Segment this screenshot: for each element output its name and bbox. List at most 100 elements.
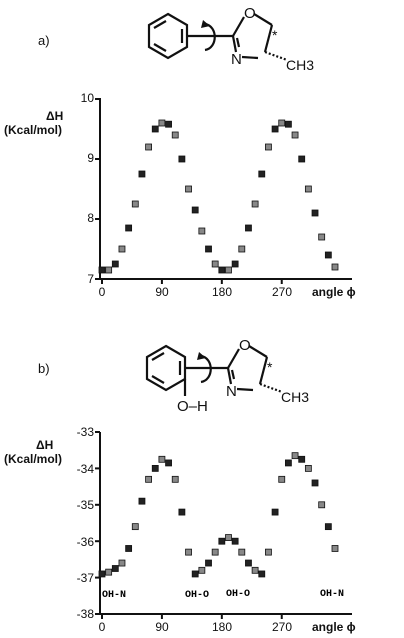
- panel-b-label: b): [38, 361, 50, 376]
- ring-bond-a2: [253, 13, 273, 26]
- data-point-b: [298, 455, 306, 463]
- data-point-b: [245, 559, 252, 567]
- data-point-a: [225, 266, 232, 274]
- data-point-a: [171, 131, 179, 139]
- y-tick-label-b-m38: -38: [77, 607, 95, 621]
- data-point-b: [198, 566, 206, 574]
- data-point-a: [165, 120, 172, 128]
- data-point-b: [284, 459, 292, 467]
- panel-b: b) O N * CH3 O–H ΔH: [4, 337, 356, 634]
- ring-oxygen-a: O: [244, 5, 256, 22]
- data-point-b: [324, 523, 332, 531]
- data-point-a: [324, 251, 332, 259]
- y-tick-label-b-m37: -37: [77, 571, 95, 585]
- axes-a: [99, 98, 352, 280]
- data-point-a: [311, 209, 319, 217]
- data-point-a: [158, 119, 166, 127]
- x-tick-label-b-0: 0: [99, 620, 106, 634]
- molecule-b-structure: [145, 344, 283, 396]
- data-point-a: [298, 155, 306, 163]
- ring-bond-b4: [236, 387, 254, 392]
- data-point-b: [138, 497, 146, 505]
- data-point-a: [265, 143, 272, 151]
- data-point-b: [218, 537, 226, 545]
- data-point-b: [125, 545, 133, 552]
- data-point-a: [291, 131, 299, 139]
- phenol-double-bond-b3: [151, 375, 165, 384]
- data-point-b: [238, 548, 246, 556]
- data-point-a: [205, 245, 212, 253]
- x-tick-label-a-180: 180: [212, 285, 232, 299]
- data-point-b: [304, 464, 312, 472]
- y-tick-label-b-m36: -36: [77, 535, 95, 549]
- chiral-star-b: *: [267, 359, 273, 375]
- data-point-b: [291, 452, 299, 460]
- ring-oxygen-b: O: [239, 337, 251, 354]
- y-axis-label-a-line2: (Kcal/mol): [4, 123, 62, 137]
- data-point-a: [191, 206, 199, 214]
- data-point-b: [231, 537, 239, 545]
- data-point-a: [198, 227, 206, 235]
- data-point-b: [145, 475, 153, 483]
- data-point-a: [271, 125, 279, 133]
- benzene-double-bond-a3: [153, 43, 167, 52]
- data-point-a: [231, 260, 239, 268]
- data-point-b: [98, 570, 106, 578]
- x-axis-label-b: angle ϕ: [312, 620, 356, 634]
- methyl-dashed-bond-a: [264, 50, 288, 62]
- data-point-b: [131, 523, 139, 531]
- y-axis-label-b-line1: ΔH: [36, 438, 53, 452]
- data-point-a: [111, 260, 119, 268]
- data-point-b: [151, 464, 159, 472]
- rotation-arrow-head-a: [201, 20, 210, 28]
- data-point-a: [284, 120, 292, 128]
- panel-a: a) O N * CH3 ΔH (Kcal/mol): [4, 5, 356, 299]
- annotation-oh-o-right: OH-O: [226, 589, 250, 600]
- data-point-b: [111, 565, 119, 572]
- data-points-a: [98, 119, 339, 274]
- ring-nitrogen-a: N: [231, 51, 242, 68]
- hydroxyl-label-b: O–H: [177, 398, 208, 415]
- data-point-a: [218, 266, 226, 274]
- y-tick-label-a-7: 7: [87, 272, 94, 286]
- rotation-arrow-head-b: [197, 352, 206, 360]
- ticks-a: [95, 98, 283, 284]
- data-point-b: [178, 508, 186, 516]
- annotation-oh-n-right: OH-N: [320, 589, 344, 600]
- x-tick-label-a-0: 0: [99, 285, 106, 299]
- y-tick-label-b-m34: -34: [77, 462, 95, 476]
- data-point-a: [131, 200, 139, 208]
- data-point-b: [165, 459, 172, 467]
- data-point-a: [118, 245, 126, 253]
- data-point-b: [185, 548, 192, 556]
- data-point-a: [178, 155, 186, 163]
- data-point-b: [271, 508, 279, 516]
- phenol-ring-b: [145, 344, 187, 392]
- data-point-a: [245, 224, 252, 232]
- methyl-label-a: CH3: [286, 57, 314, 73]
- data-point-a: [251, 200, 259, 208]
- data-point-a: [211, 260, 219, 268]
- y-tick-label-a-9: 9: [87, 151, 94, 165]
- y-tick-label-a-10: 10: [81, 91, 95, 105]
- ring-bond-b1: [227, 348, 240, 369]
- data-point-a: [318, 233, 326, 241]
- x-axis-label-a: angle ϕ: [312, 285, 356, 299]
- data-point-a: [98, 266, 106, 274]
- ring-double-bond-b: [230, 369, 236, 380]
- data-point-b: [258, 570, 266, 578]
- y-tick-label-a-8: 8: [87, 211, 94, 225]
- ring-bond-a3: [263, 24, 274, 53]
- ring-bond-a4: [241, 55, 259, 60]
- y-tick-label-b-m33: -33: [77, 425, 95, 439]
- data-point-a: [304, 185, 312, 193]
- ring-bond-b5: [226, 367, 233, 385]
- data-point-a: [138, 170, 146, 178]
- y-axis-label-a-line1: ΔH: [46, 109, 63, 123]
- data-point-a: [258, 170, 266, 178]
- data-point-a: [278, 119, 286, 127]
- y-axis-label-b-line2: (Kcal/mol): [4, 452, 62, 466]
- benzene-double-bond-a1: [153, 20, 167, 29]
- data-point-b: [205, 559, 212, 567]
